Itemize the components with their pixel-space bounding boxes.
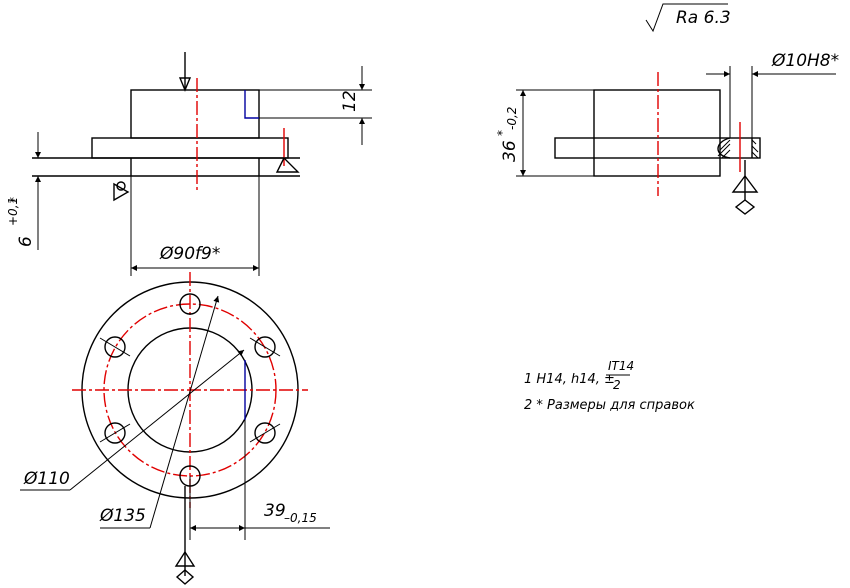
dim-offset-39: 39 [264,501,286,521]
dim-height-12: 12 [340,90,360,112]
note-fraction-numerator: IT14 [608,359,634,373]
datum-triangle-icon [275,156,300,173]
drawing-notes: 1 H14, h14, ± IT14 2 2 * Размеры для спр… [524,359,695,413]
dim-height-36-tol: -0,2 [505,107,519,130]
roughness-label: Ra 6.3 [676,8,731,28]
bolt-holes [99,293,281,487]
washer-view: 36 * -0,2 Ø10H8* [495,51,839,215]
dim-diameter-90: Ø90f9* [159,244,220,264]
top-view: Ø110 Ø135 39 –0,15 [20,272,330,585]
datum-diamond-icon [175,569,195,585]
dim-thickness-tol: +0,1 [6,197,20,226]
dim-height-36: 36 [500,140,520,162]
datum-triangle-icon [731,174,759,193]
surface-roughness-symbol: Ra 6.3 [645,3,731,33]
datum-diamond-icon [734,199,756,215]
note-fraction-denominator: 2 [613,378,621,392]
note-line-2: 2 * Размеры для справок [524,398,695,413]
side-view: 12 6 +0,1 * Ø90f9* [6,52,372,276]
dim-inner-110: Ø110 [23,469,70,489]
dim-hole-10: Ø10H8* [771,51,839,71]
datum-triangle-icon [174,550,196,567]
dim-thickness-6: 6 [16,236,36,247]
dim-offset-tol: –0,15 [284,511,317,525]
dim-bolt-circle-135: Ø135 [99,506,146,526]
datum-symbol-icon [113,181,130,202]
note-line-1: 1 H14, h14, ± [524,372,615,387]
dim-thickness-ref: * [7,197,21,203]
dim-height-36-ref: * [495,130,509,136]
